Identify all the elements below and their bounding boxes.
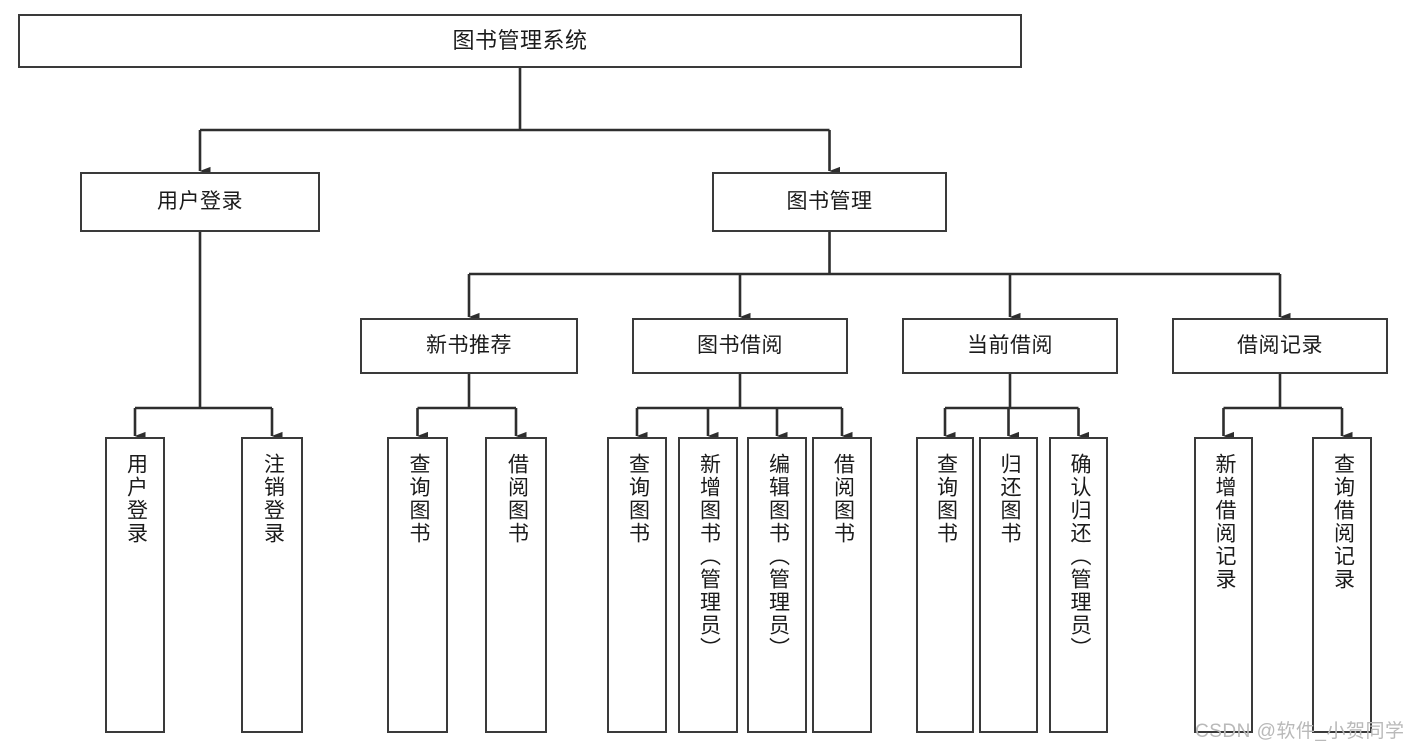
node-leaf-query-book-current[interactable]: 查询图书 xyxy=(916,437,974,733)
node-leaf-user-login[interactable]: 用户登录 xyxy=(105,437,165,733)
node-leaf-confirm-return[interactable]: 确认归还（管理员） xyxy=(1049,437,1108,733)
node-leaf-borrow-book-label: 借阅图书 xyxy=(831,453,855,545)
node-leaf-edit-book[interactable]: 编辑图书（管理员） xyxy=(747,437,807,733)
node-leaf-query-book-recommend-label: 查询图书 xyxy=(406,453,430,545)
node-leaf-return-book[interactable]: 归还图书 xyxy=(979,437,1038,733)
node-leaf-logout-label: 注销登录 xyxy=(261,453,285,545)
node-user-login[interactable]: 用户登录 xyxy=(80,172,320,232)
node-current-borrow-label: 当前借阅 xyxy=(967,333,1053,357)
node-leaf-query-borrow-record-label: 查询借阅记录 xyxy=(1331,453,1355,591)
node-book-manage[interactable]: 图书管理 xyxy=(712,172,947,232)
node-leaf-logout[interactable]: 注销登录 xyxy=(241,437,303,733)
node-leaf-add-borrow-record[interactable]: 新增借阅记录 xyxy=(1194,437,1253,733)
node-leaf-edit-book-label: 编辑图书（管理员） xyxy=(766,453,790,660)
node-book-borrow-label: 图书借阅 xyxy=(697,333,783,357)
node-leaf-add-borrow-record-label: 新增借阅记录 xyxy=(1212,453,1236,591)
node-leaf-borrow-book-recommend[interactable]: 借阅图书 xyxy=(485,437,547,733)
connector-group xyxy=(133,68,1353,441)
node-leaf-add-book-label: 新增图书（管理员） xyxy=(697,453,721,660)
node-leaf-return-book-label: 归还图书 xyxy=(997,453,1021,545)
node-new-book-recommend-label: 新书推荐 xyxy=(426,333,512,357)
node-user-login-label: 用户登录 xyxy=(157,189,243,213)
node-leaf-query-book-borrow-label: 查询图书 xyxy=(626,453,650,545)
node-leaf-confirm-return-label: 确认归还（管理员） xyxy=(1067,453,1091,660)
node-leaf-borrow-book[interactable]: 借阅图书 xyxy=(812,437,872,733)
node-leaf-add-book[interactable]: 新增图书（管理员） xyxy=(678,437,738,733)
node-new-book-recommend[interactable]: 新书推荐 xyxy=(360,318,578,374)
node-leaf-query-borrow-record[interactable]: 查询借阅记录 xyxy=(1312,437,1372,733)
node-root[interactable]: 图书管理系统 xyxy=(18,14,1022,68)
node-borrow-record[interactable]: 借阅记录 xyxy=(1172,318,1388,374)
node-borrow-record-label: 借阅记录 xyxy=(1237,333,1323,357)
node-leaf-borrow-book-recommend-label: 借阅图书 xyxy=(505,453,529,545)
node-leaf-user-login-label: 用户登录 xyxy=(124,453,148,545)
node-book-borrow[interactable]: 图书借阅 xyxy=(632,318,848,374)
node-root-label: 图书管理系统 xyxy=(452,28,588,54)
node-leaf-query-book-borrow[interactable]: 查询图书 xyxy=(607,437,667,733)
node-current-borrow[interactable]: 当前借阅 xyxy=(902,318,1118,374)
node-book-manage-label: 图书管理 xyxy=(786,189,873,213)
node-leaf-query-book-recommend[interactable]: 查询图书 xyxy=(387,437,448,733)
node-leaf-query-book-current-label: 查询图书 xyxy=(934,453,958,545)
